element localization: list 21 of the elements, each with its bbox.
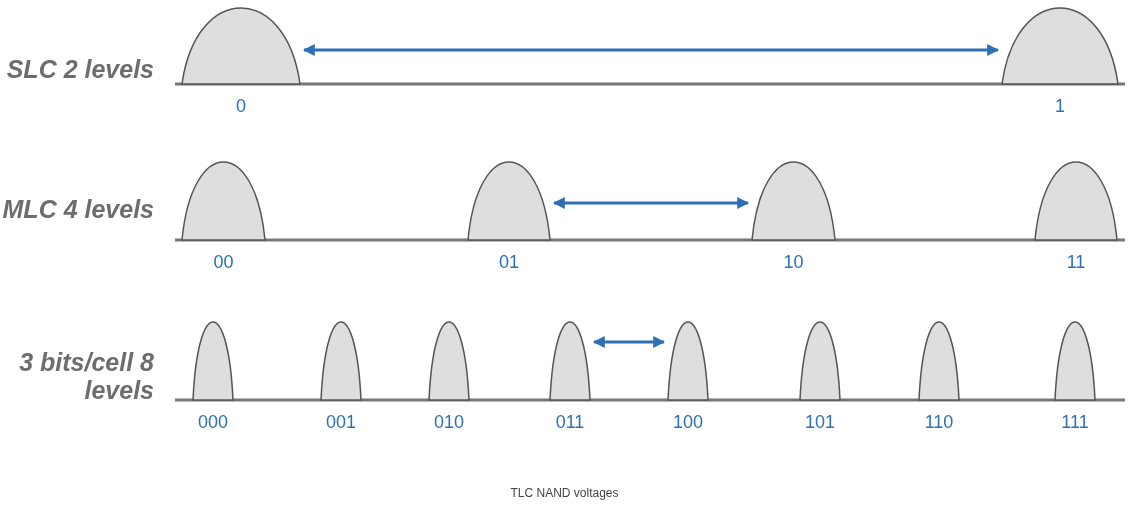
bit-value: 01 (499, 252, 519, 273)
bit-value: 101 (805, 412, 835, 433)
double-arrow (302, 44, 1000, 56)
bit-value: 010 (434, 412, 464, 433)
bit-value: 00 (213, 252, 234, 273)
bit-value: 111 (1061, 412, 1089, 433)
bit-value: 100 (673, 412, 703, 433)
bit-value: 110 (924, 412, 954, 433)
bit-value: 000 (198, 412, 228, 433)
double-arrow (592, 336, 666, 348)
double-arrow (552, 197, 750, 209)
bit-value: 001 (326, 412, 356, 433)
row-label: MLC 4 levels (1, 195, 154, 223)
row-label: SLC 2 levels (5, 55, 154, 83)
caption: TLC NAND voltages (509, 486, 620, 500)
bit-value: 10 (783, 252, 804, 273)
bit-value: 0 (236, 96, 246, 117)
bit-value: 1 (1055, 96, 1065, 117)
bit-value: 11 (1066, 252, 1086, 273)
row-label: 3 bits/cell 8 levels (18, 348, 154, 404)
bit-value: 011 (555, 412, 585, 433)
